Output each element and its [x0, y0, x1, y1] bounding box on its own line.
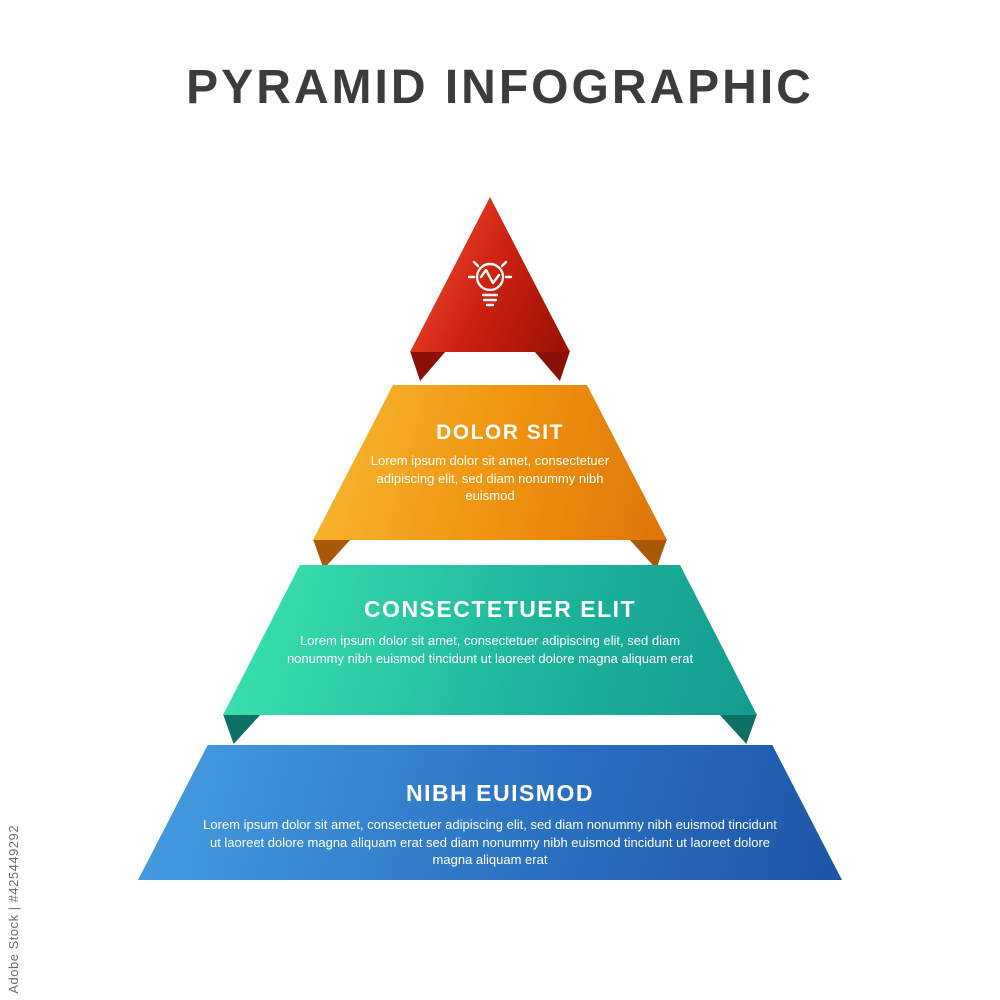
stock-watermark: Adobe Stock | #425449292	[6, 825, 21, 994]
level-3-heading: CONSECTETUER ELIT	[363, 596, 637, 622]
fold-left-level-2	[313, 539, 351, 569]
pyramid-level-3	[223, 565, 757, 715]
level-4-body: Lorem ipsum dolor sit amet, consectetuer…	[203, 817, 777, 868]
level-2-body: Lorem ipsum dolor sit amet, consectetuer…	[370, 453, 610, 504]
page-title: PYRAMID INFOGRAPHIC	[186, 61, 814, 114]
fold-right-level-3	[719, 714, 757, 744]
level-3-body: Lorem ipsum dolor sit amet, consectetuer…	[286, 633, 694, 666]
fold-right-level-1	[534, 351, 570, 381]
fold-left-level-1	[410, 351, 446, 381]
fold-left-level-3	[223, 714, 261, 744]
level-4-heading: NIBH EUISMOD	[406, 780, 594, 806]
lightbulb-pulse-icon	[456, 253, 524, 331]
fold-right-level-2	[629, 539, 667, 569]
pyramid-level-4	[138, 745, 842, 880]
level-2-heading: DOLOR SIT	[436, 421, 564, 444]
